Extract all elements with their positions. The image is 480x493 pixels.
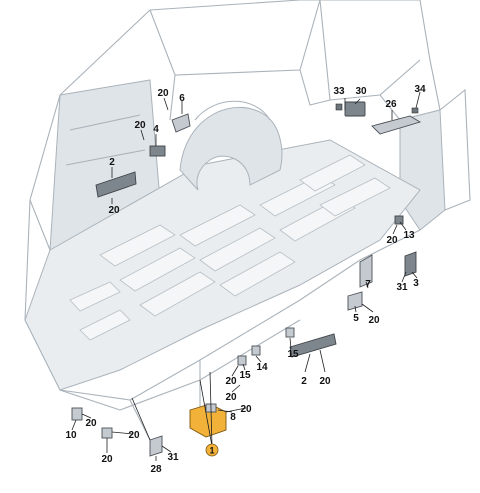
- floor-ribs: [69, 154, 391, 341]
- callout-14: 14: [256, 362, 268, 373]
- callout-10: 10: [65, 430, 77, 441]
- callout-13: 13: [403, 230, 415, 241]
- callout-6: 6: [179, 93, 185, 104]
- callout-20-d: 20: [386, 235, 398, 246]
- callout-labels: 33 30 34 26 20 6 20 4 2 20 20 13 7 31 3 …: [65, 84, 426, 475]
- part-bracket-15-b: [237, 355, 247, 366]
- part-clip-34: [411, 107, 419, 114]
- callout-20-l: 20: [128, 430, 140, 441]
- callout-8: 8: [230, 412, 236, 423]
- part-bracket-15-a: [285, 327, 295, 338]
- callout-15-a: 15: [287, 349, 299, 360]
- callout-20-f: 20: [319, 376, 331, 387]
- callout-28: 28: [150, 464, 162, 475]
- callout-20-h: 20: [225, 392, 237, 403]
- callout-26: 26: [385, 99, 397, 110]
- callout-5: 5: [353, 313, 359, 324]
- part-bracket-4: [149, 145, 166, 157]
- leader-lines: [71, 91, 421, 461]
- callout-34: 34: [414, 84, 426, 95]
- part-strip-2-right: [289, 333, 337, 358]
- part-bracket-13: [394, 215, 404, 225]
- callout-30: 30: [355, 86, 367, 97]
- part-bracket-6: [171, 113, 191, 133]
- callout-2-a: 2: [109, 157, 115, 168]
- callout-33: 33: [333, 86, 345, 97]
- floor-pan: [24, 100, 421, 441]
- callout-20-k: 20: [101, 454, 113, 465]
- callout-4: 4: [153, 124, 159, 135]
- part-bracket-20-bottom: [101, 427, 113, 439]
- callout-20-e: 20: [368, 315, 380, 326]
- part-bracket-10: [71, 407, 83, 421]
- callout-1: 1: [209, 446, 214, 456]
- callout-20-a: 20: [157, 88, 169, 99]
- part-bracket-26: [371, 115, 422, 135]
- callout-3: 3: [413, 278, 419, 289]
- callout-20-b: 20: [134, 120, 146, 131]
- part-bracket-30: [344, 101, 366, 117]
- part-bracket-3: [404, 251, 417, 277]
- callout-2-b: 2: [301, 376, 307, 387]
- part-clip-33: [335, 103, 343, 111]
- part-strip-2-left: [95, 171, 137, 198]
- callout-15-b: 15: [239, 370, 251, 381]
- part-bracket-14: [251, 345, 261, 356]
- callout-1-marker: [205, 443, 219, 457]
- callout-20-j: 20: [85, 418, 97, 429]
- part-bracket-5: [347, 291, 363, 311]
- part-bracket-28: [149, 435, 163, 457]
- callout-31-b: 31: [167, 452, 179, 463]
- callout-20-i: 20: [240, 404, 252, 415]
- callout-20-g: 20: [225, 376, 237, 387]
- callout-20-c: 20: [108, 205, 120, 216]
- part-bracket-7: [359, 254, 373, 288]
- callout-31-a: 31: [396, 282, 408, 293]
- callout-7: 7: [365, 279, 371, 290]
